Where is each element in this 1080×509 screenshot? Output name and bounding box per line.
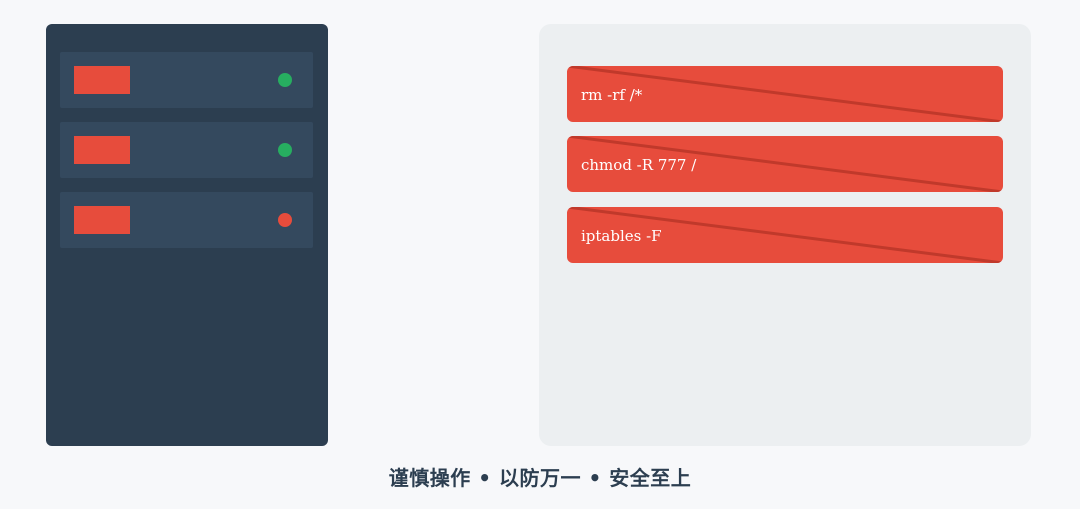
status-led-icon bbox=[278, 143, 292, 157]
unit-label-block bbox=[74, 136, 130, 164]
server-rack bbox=[46, 24, 328, 446]
command-panel: rm -rf /* chmod -R 777 / iptables -F bbox=[539, 24, 1031, 446]
command-text: chmod -R 777 / bbox=[581, 156, 697, 174]
server-unit bbox=[60, 192, 313, 248]
command-card: rm -rf /* bbox=[567, 66, 1003, 122]
server-unit bbox=[60, 122, 313, 178]
unit-label-block bbox=[74, 66, 130, 94]
strike-through-line bbox=[567, 136, 1003, 192]
strike-through-line bbox=[567, 66, 1003, 122]
command-card: chmod -R 777 / bbox=[567, 136, 1003, 192]
server-unit bbox=[60, 52, 313, 108]
command-text: iptables -F bbox=[581, 227, 662, 245]
command-text: rm -rf /* bbox=[581, 86, 643, 104]
command-card: iptables -F bbox=[567, 207, 1003, 263]
strike-through-line bbox=[567, 207, 1003, 263]
status-led-icon bbox=[278, 213, 292, 227]
unit-label-block bbox=[74, 206, 130, 234]
status-led-icon bbox=[278, 73, 292, 87]
caption: 谨慎操作 • 以防万一 • 安全至上 bbox=[388, 466, 692, 490]
